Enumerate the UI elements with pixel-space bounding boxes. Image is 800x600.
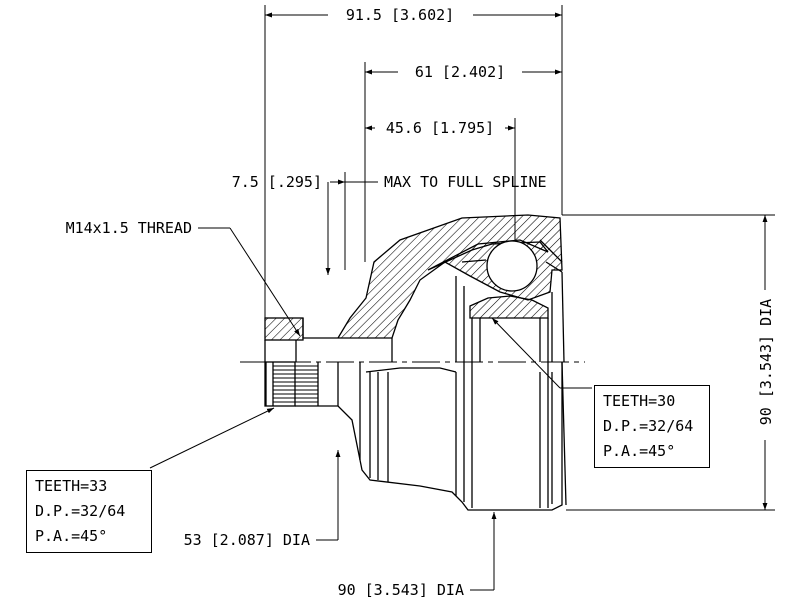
inner-spline-pa: P.A.=45° [603,442,676,460]
inner-spline-teeth: TEETH=30 [603,392,676,410]
outer-spline-dp: D.P.=32/64 [35,502,126,520]
thread-stub-section [264,317,304,341]
thread-callout: M14x1.5 THREAD [66,219,192,237]
dim-outer-dia-bottom: 90 [3.543] DIA [338,581,464,599]
dim-spline-length: 45.6 [1.795] [386,119,494,137]
lower-exterior [264,361,567,511]
dim-outer-dia-right: 90 [3.543] DIA [757,299,775,425]
inner-spline-callout: TEETH=30 D.P.=32/64 P.A.=45° [594,385,710,468]
dim-shaft-dia: 53 [2.087] DIA [184,531,310,549]
upper-section [264,214,565,363]
dim-thread-offset: 7.5 [.295] [232,173,322,191]
dim-body-length: 61 [2.402] [415,63,505,81]
outer-spline-callout: TEETH=33 D.P.=32/64 P.A.=45° [26,470,152,553]
outer-spline-teeth: TEETH=33 [35,477,108,495]
ball [486,240,538,292]
leader-lines [149,227,592,469]
inner-race-section [469,295,549,319]
extension-lines [264,5,775,590]
dim-spline-note: MAX TO FULL SPLINE [384,173,547,191]
inner-spline-dp: D.P.=32/64 [603,417,694,435]
spline-stub [264,361,296,407]
dimension-lines [265,12,768,591]
dim-overall-length: 91.5 [3.602] [346,6,454,24]
outer-spline-pa: P.A.=45° [35,527,108,545]
